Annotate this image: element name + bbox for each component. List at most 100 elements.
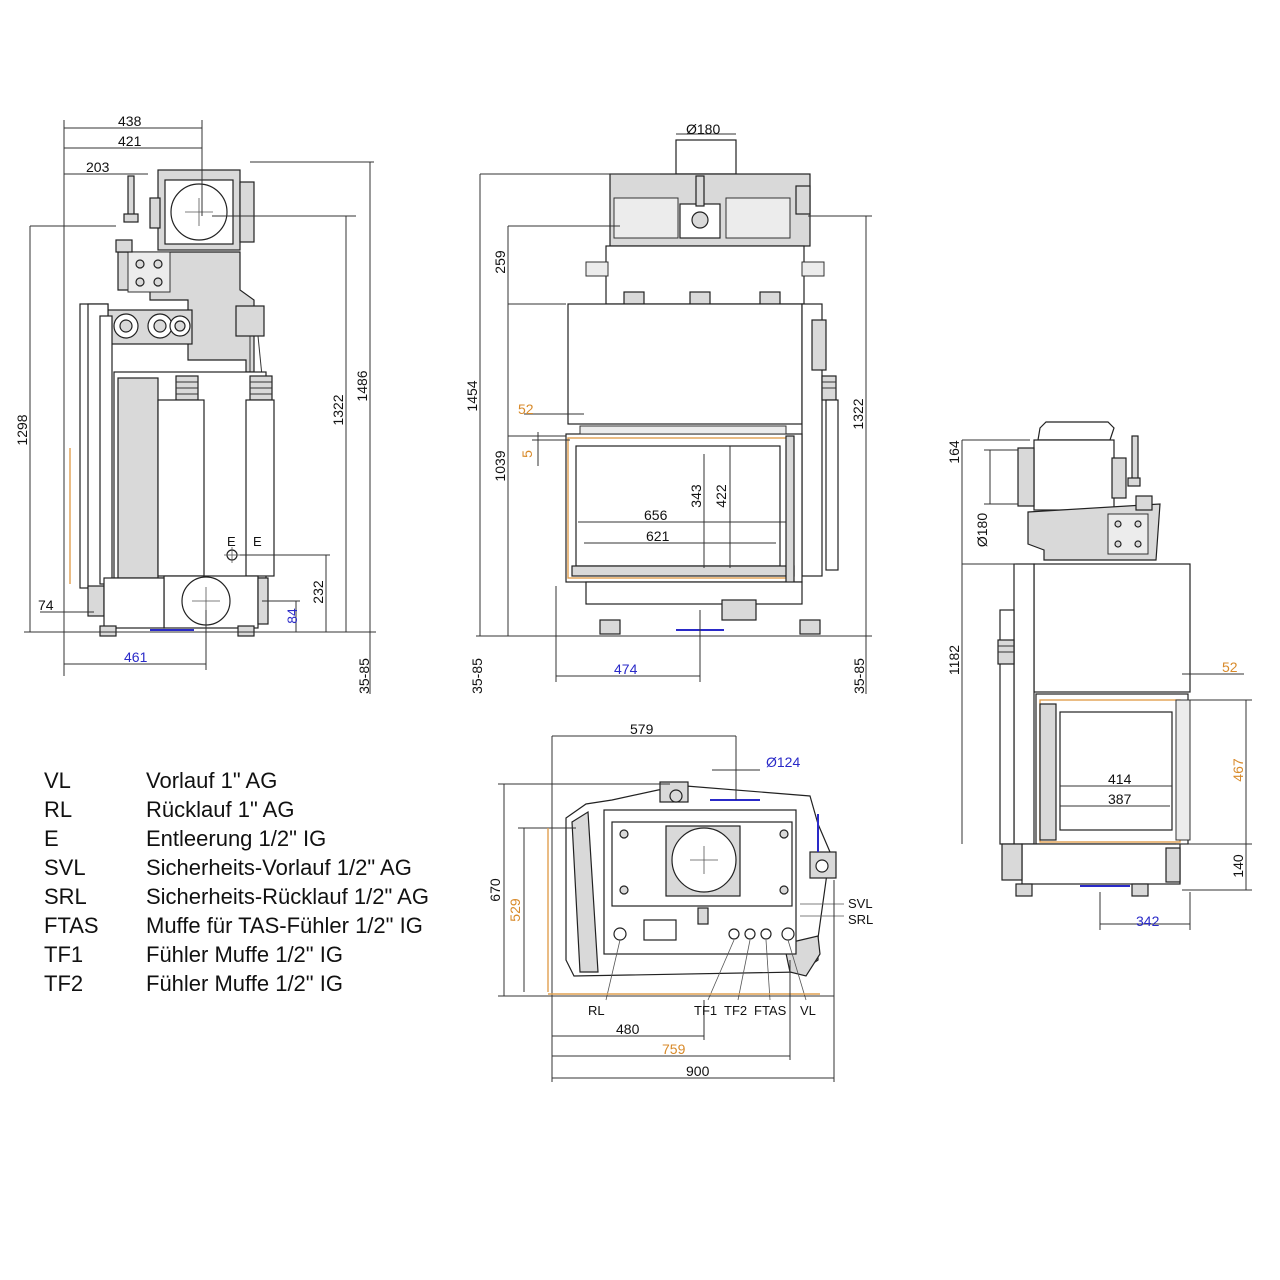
side-dim-1298: 1298 — [14, 414, 30, 445]
top-connector-rl — [613, 927, 627, 941]
side-cylinder-left — [157, 399, 205, 577]
right-dim-342: 342 — [1136, 913, 1160, 929]
right-exchanger-plate — [1107, 513, 1149, 555]
front-dim-5: 5 — [519, 450, 535, 458]
front-ash-handle — [721, 599, 757, 621]
legend-code-1: RL — [44, 797, 72, 822]
front-dim-35-85-right: 35-85 — [851, 658, 867, 694]
right-glass — [1059, 711, 1173, 831]
front-dim-474: 474 — [614, 661, 638, 677]
top-label-srl: SRL — [848, 912, 873, 927]
legend-desc-4: Sicherheits-Rücklauf 1/2" AG — [146, 884, 429, 909]
top-connector-vl — [781, 927, 795, 941]
side-dim-232: 232 — [310, 580, 326, 604]
top-connector-tf1 — [728, 928, 740, 940]
right-body-upper — [1033, 563, 1191, 693]
side-dim-84: 84 — [284, 608, 300, 624]
legend-code-4: SRL — [44, 884, 87, 909]
side-dim-421: 421 — [118, 133, 142, 149]
legend-desc-5: Muffe für TAS-Fühler 1/2" IG — [146, 913, 423, 938]
front-dim-1322: 1322 — [850, 398, 866, 429]
legend-desc-0: Vorlauf 1" AG — [146, 768, 277, 793]
top-dim-579: 579 — [630, 721, 654, 737]
right-body-left-panel — [1013, 563, 1035, 845]
side-dim-1486: 1486 — [354, 370, 370, 401]
top-connector-tf2 — [744, 928, 756, 940]
front-dim-656: 656 — [644, 507, 668, 523]
front-exchanger-plate-left — [613, 197, 679, 239]
top-dim-480: 480 — [616, 1021, 640, 1037]
legend-desc-2: Entleerung 1/2" IG — [146, 826, 326, 851]
side-dim-35-85: 35-85 — [356, 658, 372, 694]
legend: VL Vorlauf 1" AG RL Rücklauf 1" AG E Ent… — [44, 768, 429, 996]
right-dim-414: 414 — [1108, 771, 1132, 787]
front-dim-259: 259 — [492, 250, 508, 274]
top-label-ftas: FTAS — [754, 1003, 787, 1018]
top-dim-900: 900 — [686, 1063, 710, 1079]
side-lever — [127, 175, 135, 221]
legend-desc-6: Fühler Muffe 1/2" IG — [146, 942, 343, 967]
front-base — [585, 581, 803, 605]
top-label-rl: RL — [588, 1003, 605, 1018]
top-dim-670: 670 — [487, 878, 503, 902]
side-exchanger-plate — [127, 251, 171, 293]
front-dim-422: 422 — [713, 484, 729, 508]
legend-code-5: FTAS — [44, 913, 99, 938]
side-label-e1: E — [227, 534, 236, 549]
legend-code-6: TF1 — [44, 942, 83, 967]
side-dim-74: 74 — [38, 597, 54, 613]
front-view: Ø180 259 1454 1039 52 5 1322 656 621 343… — [464, 121, 872, 694]
side-flue-flange — [149, 197, 161, 229]
right-flue-box — [1033, 439, 1115, 511]
right-dim-180: Ø180 — [974, 513, 990, 547]
legend-code-2: E — [44, 826, 59, 851]
legend-desc-3: Sicherheits-Vorlauf 1/2" AG — [146, 855, 412, 880]
front-dim-1039: 1039 — [492, 450, 508, 481]
front-dim-35-85-left: 35-85 — [469, 658, 485, 694]
right-base — [1021, 843, 1181, 885]
side-dim-461: 461 — [124, 649, 148, 665]
right-dim-1182: 1182 — [946, 645, 962, 675]
front-hood — [567, 303, 803, 425]
front-dim-52: 52 — [518, 401, 534, 417]
legend-code-0: VL — [44, 768, 71, 793]
top-label-tf1: TF1 — [694, 1003, 717, 1018]
front-dim-621: 621 — [646, 528, 670, 544]
side-dim-1322: 1322 — [330, 394, 346, 425]
right-flue-pipe — [1017, 447, 1035, 507]
top-view: 579 Ø124 670 529 SVL SRL RL TF1 TF2 FTAS… — [487, 721, 873, 1082]
side-flue-handle — [239, 181, 255, 243]
top-label-svl: SVL — [848, 896, 873, 911]
front-dim-343: 343 — [688, 484, 704, 508]
legend-code-7: TF2 — [44, 971, 83, 996]
legend-desc-7: Fühler Muffe 1/2" IG — [146, 971, 343, 996]
top-label-vl: VL — [800, 1003, 816, 1018]
right-collar-top — [1037, 421, 1115, 441]
front-dim-180: Ø180 — [686, 121, 720, 137]
side-cylinder-right — [245, 399, 275, 577]
right-dim-140: 140 — [1230, 854, 1246, 878]
side-view: E E 438 421 203 1298 1322 1486 232 84 74… — [14, 113, 376, 694]
right-dim-467: 467 — [1230, 758, 1246, 782]
side-dim-438: 438 — [118, 113, 142, 129]
top-dim-124: Ø124 — [766, 754, 800, 770]
side-valve — [235, 305, 265, 337]
front-exchanger-plate-right — [725, 197, 791, 239]
side-label-e2: E — [253, 534, 262, 549]
front-flue-collar — [675, 139, 737, 175]
legend-code-3: SVL — [44, 855, 86, 880]
top-label-tf2: TF2 — [724, 1003, 747, 1018]
side-dim-203: 203 — [86, 159, 110, 175]
right-dim-387: 387 — [1108, 791, 1132, 807]
front-dim-1454: 1454 — [464, 380, 480, 411]
right-dim-164: 164 — [946, 440, 962, 464]
right-dim-52: 52 — [1222, 659, 1238, 675]
top-connector-ftas — [760, 928, 772, 940]
top-dim-529: 529 — [507, 898, 523, 922]
top-dim-759: 759 — [662, 1041, 686, 1057]
front-exchanger-knob — [691, 211, 709, 229]
legend-desc-1: Rücklauf 1" AG — [146, 797, 294, 822]
front-glass — [575, 445, 781, 567]
